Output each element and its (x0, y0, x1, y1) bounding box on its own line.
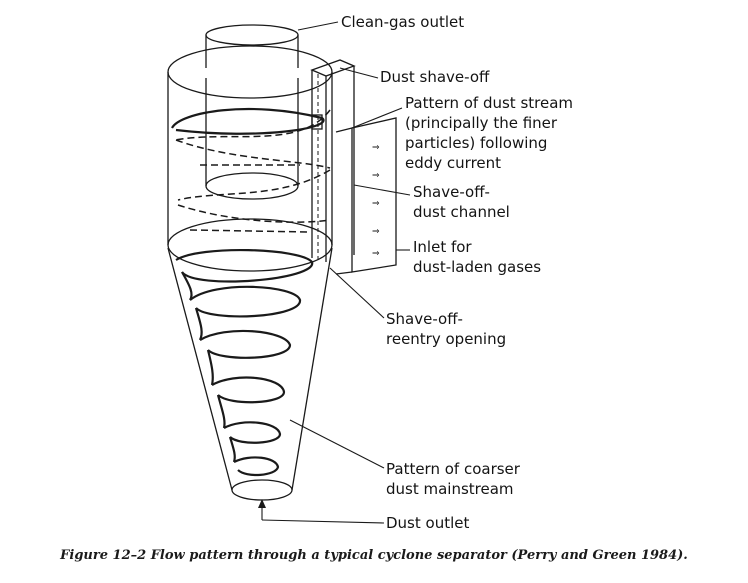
label-inlet-line2: dust-laden gases (413, 258, 541, 276)
label-dust-outlet: Dust outlet (386, 514, 469, 532)
shave-off-dust-channel (310, 59, 356, 262)
label-dust-stream-line4: eddy current (405, 154, 501, 172)
cylinder-top (167, 45, 333, 99)
label-clean-gas-outlet: Clean-gas outlet (341, 13, 464, 31)
coarse-dust-spiral (171, 107, 325, 477)
cylinder-body (167, 72, 333, 272)
fine-dust-eddy-stream (174, 109, 331, 233)
inlet-duct: ⇒ ⇒ ⇒ ⇒ ⇒ (335, 117, 397, 275)
leader-lines (261, 21, 411, 524)
label-shave-off-channel-line1: Shave-off- (413, 183, 490, 201)
svg-text:⇒: ⇒ (372, 171, 380, 181)
svg-text:⇒: ⇒ (372, 249, 380, 259)
dust-outlet-arrow (258, 499, 266, 520)
label-dust-stream-line2: (principally the finer (405, 114, 558, 132)
label-coarser-line2: dust mainstream (386, 480, 514, 498)
label-reentry-line1: Shave-off- (386, 310, 463, 328)
label-dust-shave-off: Dust shave-off (380, 68, 490, 86)
label-dust-stream-line1: Pattern of dust stream (405, 94, 573, 112)
label-shave-off-channel-line2: dust channel (413, 203, 510, 221)
label-inlet-line1: Inlet for (413, 238, 472, 256)
svg-text:⇒: ⇒ (372, 199, 380, 209)
label-reentry-line2: reentry opening (386, 330, 506, 348)
clean-gas-outlet-pipe (205, 24, 299, 68)
svg-text:⇒: ⇒ (372, 143, 380, 153)
figure-caption: Figure 12–2 Flow pattern through a typic… (60, 548, 688, 563)
label-coarser-line1: Pattern of coarser (386, 460, 521, 478)
svg-text:⇒: ⇒ (372, 227, 380, 237)
cyclone-separator-diagram: ⇒ ⇒ ⇒ ⇒ ⇒ (167, 13, 573, 532)
label-dust-stream-line3: particles) following (405, 134, 547, 152)
